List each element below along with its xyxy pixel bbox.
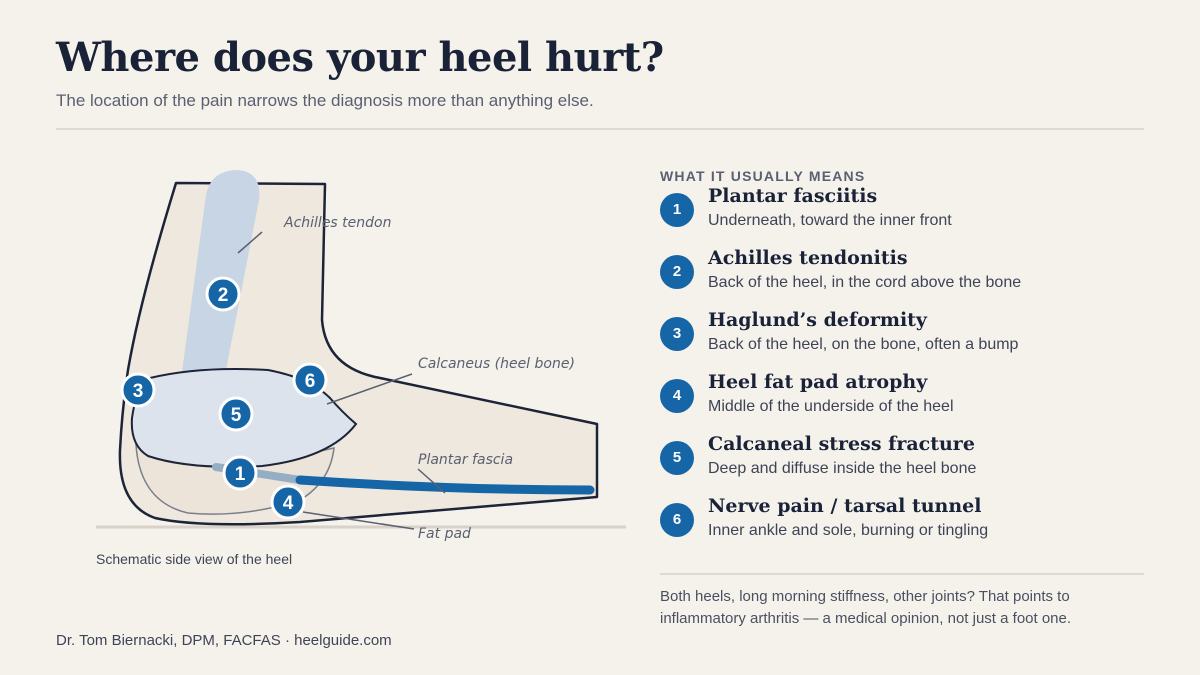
marker-5: 5 [218, 396, 254, 432]
condition-item: 5 Calcaneal stress fracture Deep and dif… [660, 432, 1150, 494]
marker-4: 4 [270, 484, 306, 520]
fatpad-label: Fat pad [418, 526, 471, 542]
heel-diagram: Achilles tendon Calcaneus (heel bone) Pl… [96, 170, 626, 542]
number-badge: 6 [660, 503, 694, 537]
condition-title: Calcaneal stress fracture [708, 433, 975, 455]
condition-title: Nerve pain / tarsal tunnel [708, 495, 982, 517]
svg-text:1: 1 [235, 464, 246, 485]
calcaneus-leader [326, 373, 413, 405]
condition-list: 1 Plantar fasciitis Underneath, toward t… [660, 184, 1150, 556]
svg-text:6: 6 [305, 371, 316, 392]
number-badge: 3 [660, 317, 694, 351]
svg-text:3: 3 [133, 381, 144, 402]
legend-heading: WHAT IT USUALLY MEANS [660, 168, 866, 184]
fatpad-leader [302, 511, 415, 530]
condition-title: Haglund’s deformity [708, 309, 927, 331]
achilles-leader [237, 231, 263, 254]
condition-item: 4 Heel fat pad atrophy Middle of the und… [660, 370, 1150, 432]
plantar-fascia-shape [295, 475, 595, 495]
condition-title: Plantar fasciitis [708, 185, 878, 207]
marker-2: 2 [205, 276, 241, 312]
marker-1: 1 [222, 455, 258, 491]
footer-credit: Dr. Tom Biernacki, DPM, FACFAS · heelgui… [56, 632, 392, 649]
condition-description: Inner ankle and sole, burning or tinglin… [708, 522, 989, 539]
achilles-tendon-shape [182, 170, 260, 372]
condition-item: 3 Haglund’s deformity Back of the heel, … [660, 308, 1150, 370]
number-badge: 4 [660, 379, 694, 413]
header-divider [56, 128, 1144, 130]
condition-item: 1 Plantar fasciitis Underneath, toward t… [660, 184, 1150, 246]
plantar-leader [417, 468, 446, 494]
condition-description: Back of the heel, in the cord above the … [708, 274, 1022, 291]
number-badge: 2 [660, 255, 694, 289]
condition-description: Back of the heel, on the bone, often a b… [708, 336, 1019, 353]
note-divider [660, 573, 1144, 575]
diagram-caption: Schematic side view of the heel [96, 551, 293, 567]
calcaneus-label: Calcaneus (heel bone) [418, 356, 575, 372]
number-badge: 1 [660, 193, 694, 227]
arthritis-note: Both heels, long morning stiffness, othe… [660, 588, 1072, 627]
svg-text:5: 5 [231, 405, 242, 426]
achilles-label: Achilles tendon [283, 215, 391, 231]
condition-title: Achilles tendonitis [708, 247, 908, 269]
marker-6: 6 [292, 362, 328, 398]
condition-description: Middle of the underside of the heel [708, 398, 954, 415]
condition-title: Heel fat pad atrophy [708, 371, 928, 393]
condition-description: Underneath, toward the inner front [708, 212, 952, 229]
page-title: Where does your heel hurt? [56, 34, 664, 81]
svg-text:4: 4 [283, 493, 294, 514]
condition-description: Deep and diffuse inside the heel bone [708, 460, 977, 477]
plantar-label: Plantar fascia [418, 452, 513, 468]
marker-3: 3 [120, 372, 156, 408]
page-subtitle: The location of the pain narrows the dia… [56, 91, 594, 110]
condition-item: 6 Nerve pain / tarsal tunnel Inner ankle… [660, 494, 1150, 556]
svg-text:2: 2 [218, 285, 229, 306]
condition-item: 2 Achilles tendonitis Back of the heel, … [660, 246, 1150, 308]
number-badge: 5 [660, 441, 694, 475]
